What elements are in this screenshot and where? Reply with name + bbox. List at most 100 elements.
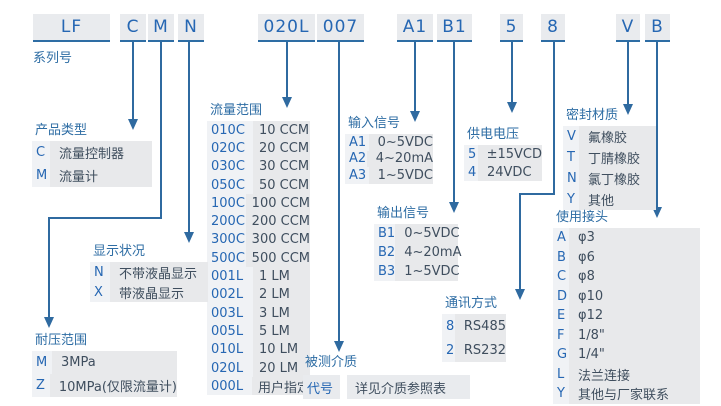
line-a1-to-input-signal [414, 42, 416, 111]
arrow-down-icon [515, 289, 525, 300]
option-code: F [553, 325, 569, 345]
option-desc: 流量控制器 [59, 147, 125, 162]
option-code: 002L [207, 285, 253, 304]
option-desc: 其他与厂家联系 [578, 388, 670, 404]
option-desc: 100 CCM [251, 195, 310, 211]
option-code: A1 [345, 134, 369, 151]
option-desc: 法兰连接 [578, 368, 631, 384]
option-desc: 300 CCM [251, 232, 310, 248]
arrow-down-icon [507, 102, 517, 113]
option-desc: 2 LM [259, 287, 290, 303]
option-desc: 1~5VDC [377, 167, 433, 183]
option-code: 000L [207, 377, 252, 396]
line-007-to-medium [338, 42, 340, 341]
option-desc: 200 CCM [251, 214, 310, 230]
segment-flow-range: 020L [258, 14, 315, 42]
line-v-to-seal [627, 42, 629, 104]
section-title: 耐压范围 [35, 333, 88, 348]
arrow-down-icon [410, 111, 420, 122]
option-list: C 流量控制器 M 流量计 [32, 141, 152, 187]
option-row: M 流量计 [32, 164, 152, 187]
option-row: 300C 300 CCM [207, 230, 310, 250]
segment-series: LF [33, 14, 110, 42]
segment-product-type: C [120, 14, 146, 42]
option-code: E [553, 306, 569, 326]
option-row: 000L 用户指定 [207, 377, 310, 396]
line-m-to-pressure-v1 [160, 42, 162, 218]
arrow-down-icon [282, 97, 292, 108]
option-desc: 3 LM [259, 305, 290, 321]
option-desc: 氟橡胶 [588, 131, 628, 146]
option-code: N [90, 262, 110, 282]
option-desc: 带液晶显示 [119, 286, 185, 302]
option-code: C [553, 267, 569, 287]
section-title: 供电电压 [467, 127, 520, 142]
option-code: 500C [207, 249, 246, 268]
section-title: 通讯方式 [445, 296, 498, 311]
option-code: 200C [207, 212, 246, 231]
option-code: 020L [207, 358, 253, 378]
option-desc: 流量计 [59, 170, 99, 185]
option-code: C [32, 141, 50, 164]
option-code: M [32, 164, 50, 187]
option-desc: 20 LM [259, 360, 299, 376]
option-code: B1 [374, 224, 396, 243]
option-desc: 24VDC [487, 164, 532, 180]
option-desc: 其他 [588, 194, 615, 209]
segment-seal: V [616, 14, 640, 42]
option-code: 050C [207, 175, 253, 195]
option-desc: 0~5VDC [377, 134, 433, 150]
option-row: 020L 20 LM [207, 358, 310, 378]
option-desc: 丁腈橡胶 [588, 152, 641, 167]
line-m-to-pressure-v2 [48, 217, 50, 317]
option-desc: 1/8" [578, 327, 605, 343]
option-desc: 4~20mA [404, 245, 462, 260]
option-code: 010C [207, 121, 253, 140]
section-title: 显示状况 [93, 244, 146, 259]
option-row: 5±15VCD [464, 145, 542, 163]
option-desc: 0~5VDC [404, 226, 460, 241]
option-desc: 用户指定 [257, 380, 310, 396]
option-code: M [32, 351, 52, 374]
option-desc: 3MPa [61, 355, 96, 370]
option-desc: 5 LM [259, 323, 290, 339]
option-code: 300C [207, 230, 246, 250]
option-desc: ±15VCD [486, 146, 542, 162]
segment-connector: B [645, 14, 670, 42]
segment-input-signal: A1 [397, 14, 433, 42]
series-number-label: 系列号 [33, 51, 73, 66]
section-title: 产品类型 [35, 123, 88, 138]
option-code: A2 [345, 150, 367, 167]
option-row: A1 0~5VDC [345, 134, 433, 151]
option-code: 2 [442, 338, 455, 362]
